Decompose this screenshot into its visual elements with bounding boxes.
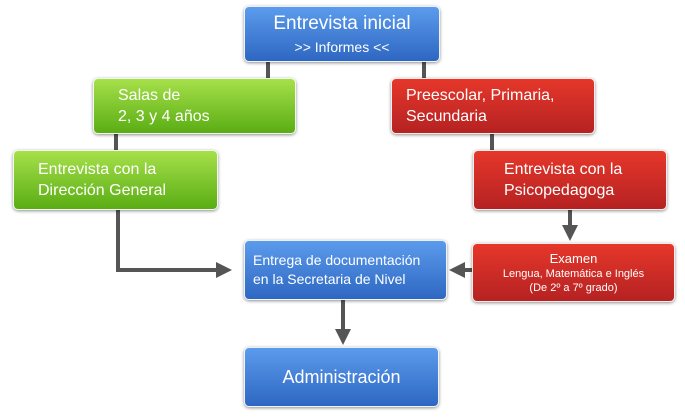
node-line: Secundaria [406, 108, 487, 125]
node-administracion: Administración [244, 347, 439, 407]
node-line: Lengua, Matemática e Inglés [502, 267, 645, 280]
node-title: Examen [549, 250, 598, 266]
node-salas: Salas de 2, 3 y 4 años [93, 78, 296, 134]
node-line: Psicopedagoga [504, 182, 615, 199]
node-line: Entrega de documentación [253, 252, 421, 268]
node-line: (De 2º a 7º grado) [529, 281, 618, 294]
node-line: Entrevista con la [38, 161, 157, 178]
node-entrega: Entrega de documentación en la Secretari… [244, 240, 447, 300]
node-line: en la Secretaria de Nivel [253, 271, 406, 287]
node-preescolar: Preescolar, Primaria, Secundaria [391, 78, 595, 134]
node-title: Entrevista inicial [273, 13, 411, 34]
node-psicopedagoga: Entrevista con la Psicopedagoga [473, 150, 667, 210]
node-subtitle: >> Informes << [294, 39, 390, 55]
arrow-direccion-entrega [116, 210, 232, 278]
node-line: 2, 3 y 4 años [118, 108, 210, 125]
node-entrevista-inicial: Entrevista inicial >> Informes << [244, 6, 440, 62]
node-title: Administración [282, 366, 401, 387]
node-line: Entrevista con la [504, 161, 623, 178]
node-direccion: Entrevista con la Dirección General [13, 150, 218, 210]
node-line: Preescolar, Primaria, [406, 87, 555, 104]
node-examen: Examen Lengua, Matemática e Inglés (De 2… [472, 243, 675, 302]
node-line: Dirección General [38, 182, 167, 199]
node-line: Salas de [118, 87, 181, 104]
